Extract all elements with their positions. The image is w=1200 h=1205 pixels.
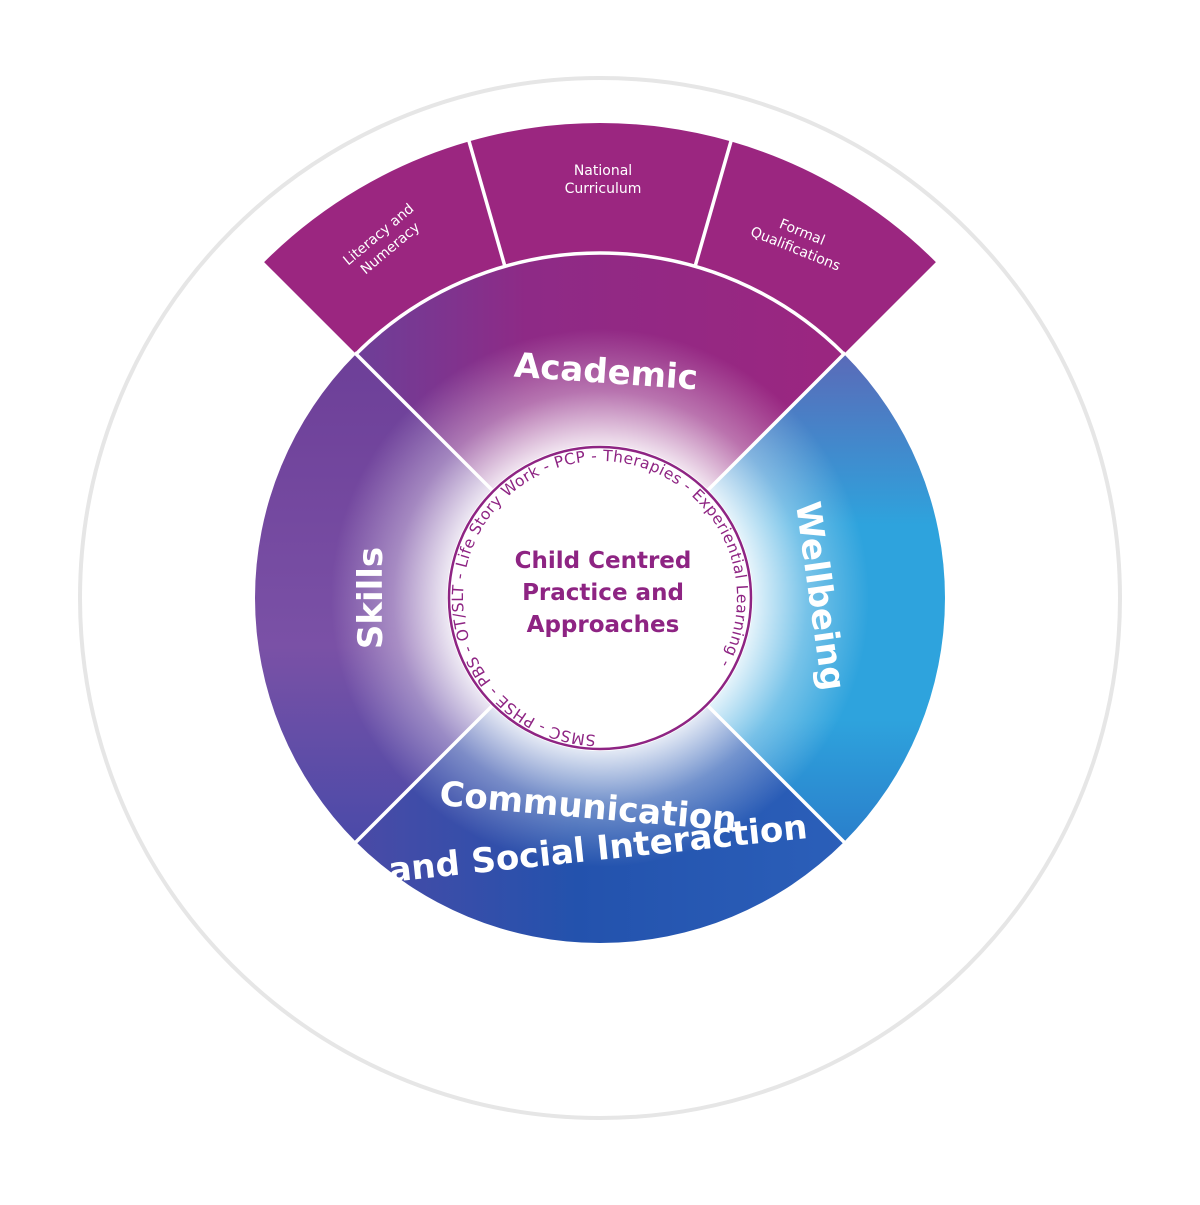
skills-label: Skills <box>351 547 391 649</box>
subsection-literacy-numeracy <box>264 141 505 355</box>
center-circle-border <box>447 445 753 751</box>
subsection-divider <box>693 138 734 267</box>
subsection-national-curriculum <box>469 122 731 267</box>
center-title-line1: Child Centred <box>515 548 692 574</box>
segment-divider <box>704 351 847 494</box>
segment-divider <box>704 702 847 845</box>
academic-band-divider <box>354 251 846 356</box>
subsection-national-line1: National <box>574 163 632 179</box>
segment-divider <box>353 702 496 845</box>
subsection-label-national-curriculum: National Curriculum <box>565 163 642 197</box>
dividers-group <box>353 138 847 845</box>
segment-divider <box>353 351 496 494</box>
center-title-line3: Approaches <box>527 612 680 638</box>
outer-ring <box>78 76 1122 1120</box>
subsection-formal-qualifications <box>695 141 936 355</box>
subsection-national-line2: Curriculum <box>565 181 642 197</box>
center-title-line2: Practice and <box>522 580 684 606</box>
subsection-divider <box>466 138 507 267</box>
